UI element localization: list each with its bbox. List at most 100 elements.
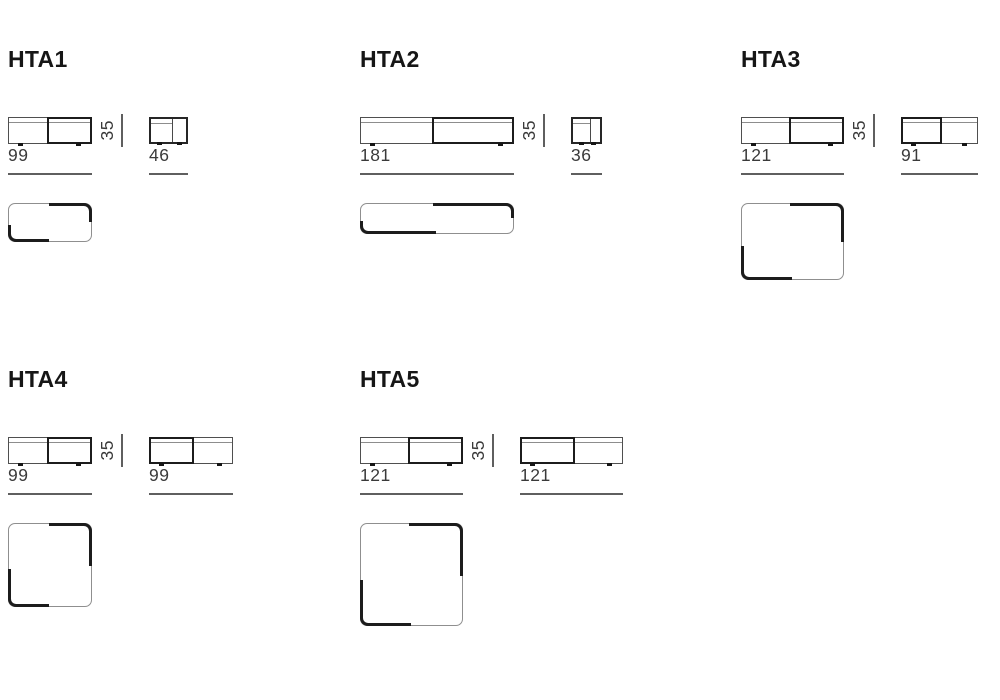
width-dimension-line	[520, 493, 623, 495]
table-foot	[157, 142, 162, 145]
plan-view-hta2	[360, 203, 514, 234]
plan-base-edge	[8, 569, 49, 607]
width-dimension-line	[8, 173, 92, 175]
width-dimension-hta4-1: 99	[149, 465, 170, 485]
plan-sliding-top-edge	[409, 523, 463, 576]
sliding-top-box	[901, 117, 942, 144]
table-foot	[498, 143, 503, 146]
plan-view-hta1	[8, 203, 92, 242]
front-elevation-hta5	[360, 437, 463, 466]
table-foot	[607, 463, 612, 466]
plan-sliding-top-edge	[48, 523, 92, 566]
second-elevation-hta1	[149, 117, 188, 145]
model-title-hta1: HTA1	[8, 46, 68, 72]
second-elevation-hta5	[520, 437, 623, 466]
table-foot	[76, 143, 81, 146]
width-dimension-hta2-0: 181	[360, 145, 391, 165]
tabletop-edge-line	[361, 442, 462, 443]
plan-sliding-top-edge	[48, 203, 92, 223]
plan-base-edge	[8, 224, 49, 242]
tabletop-edge-line	[9, 122, 91, 123]
tabletop-edge-line	[151, 123, 172, 124]
table-foot	[751, 143, 756, 146]
sliding-top-box	[149, 437, 194, 464]
table-foot	[911, 143, 916, 146]
width-dimension-line	[149, 173, 188, 175]
table-foot	[18, 463, 23, 466]
height-dimension-hta5: 35	[468, 434, 489, 467]
tabletop-edge-line	[521, 442, 622, 443]
width-dimension-hta4-0: 99	[8, 465, 29, 485]
height-dimension-hta2: 35	[519, 114, 540, 147]
table-foot	[76, 463, 81, 466]
plan-base-edge	[360, 579, 411, 626]
second-elevation-hta4	[149, 437, 233, 466]
width-dimension-hta3-0: 121	[741, 145, 772, 165]
height-dimension-line	[492, 434, 494, 467]
model-title-hta3: HTA3	[741, 46, 801, 72]
width-dimension-hta1-1: 46	[149, 145, 170, 165]
tabletop-edge-line	[361, 122, 513, 123]
model-block-hta3: HTA3 121 35 91	[741, 46, 1000, 336]
front-elevation-hta1	[8, 117, 92, 146]
width-dimension-hta1-0: 99	[8, 145, 29, 165]
tabletop-edge-line	[742, 122, 843, 123]
height-dimension-line	[121, 434, 123, 467]
model-block-hta4: HTA4 99 35 99	[8, 366, 308, 656]
second-elevation-hta2	[571, 117, 602, 145]
table-foot	[447, 463, 452, 466]
width-dimension-line	[571, 173, 602, 175]
height-dimension-text: 35	[97, 440, 118, 461]
sliding-top-box	[789, 117, 844, 144]
tabletop-edge-line	[150, 442, 232, 443]
table-foot	[579, 142, 584, 145]
plan-sliding-top-edge	[433, 203, 514, 219]
height-dimension-text: 35	[468, 440, 489, 461]
plan-view-hta5	[360, 523, 463, 626]
table-foot	[370, 463, 375, 466]
height-dimension-hta4: 35	[97, 434, 118, 467]
sliding-top-box	[47, 437, 92, 464]
sliding-top-box	[432, 117, 514, 144]
height-dimension-text: 35	[519, 120, 540, 141]
width-dimension-hta5-1: 121	[520, 465, 551, 485]
side-divider-line	[172, 119, 173, 142]
width-dimension-line	[360, 493, 463, 495]
front-elevation-hta4	[8, 437, 92, 466]
plan-sliding-top-edge	[790, 203, 844, 242]
height-dimension-text: 35	[849, 120, 870, 141]
height-dimension-text: 35	[97, 120, 118, 141]
table-foot	[591, 142, 596, 145]
front-elevation-hta2	[360, 117, 514, 146]
height-dimension-hta1: 35	[97, 114, 118, 147]
width-dimension-hta3-1: 91	[901, 145, 922, 165]
sliding-top-box	[408, 437, 463, 464]
table-foot	[962, 143, 967, 146]
second-elevation-hta3	[901, 117, 978, 146]
width-dimension-line	[8, 493, 92, 495]
model-title-hta5: HTA5	[360, 366, 420, 392]
table-foot	[370, 143, 375, 146]
width-dimension-line	[741, 173, 844, 175]
tabletop-edge-line	[573, 123, 590, 124]
tabletop-edge-line	[902, 122, 977, 123]
width-dimension-hta2-1: 36	[571, 145, 592, 165]
height-dimension-line	[543, 114, 545, 147]
width-dimension-line	[360, 173, 514, 175]
table-foot	[530, 463, 535, 466]
plan-view-hta3	[741, 203, 844, 280]
width-dimension-line	[901, 173, 978, 175]
table-foot	[159, 463, 164, 466]
model-title-hta4: HTA4	[8, 366, 68, 392]
sliding-top-box	[47, 117, 92, 144]
height-dimension-line	[873, 114, 875, 147]
tabletop-edge-line	[9, 442, 91, 443]
table-foot	[828, 143, 833, 146]
plan-base-edge	[741, 245, 792, 280]
model-block-hta1: HTA1 99 35 46	[8, 46, 308, 336]
table-foot	[217, 463, 222, 466]
plan-view-hta4	[8, 523, 92, 607]
